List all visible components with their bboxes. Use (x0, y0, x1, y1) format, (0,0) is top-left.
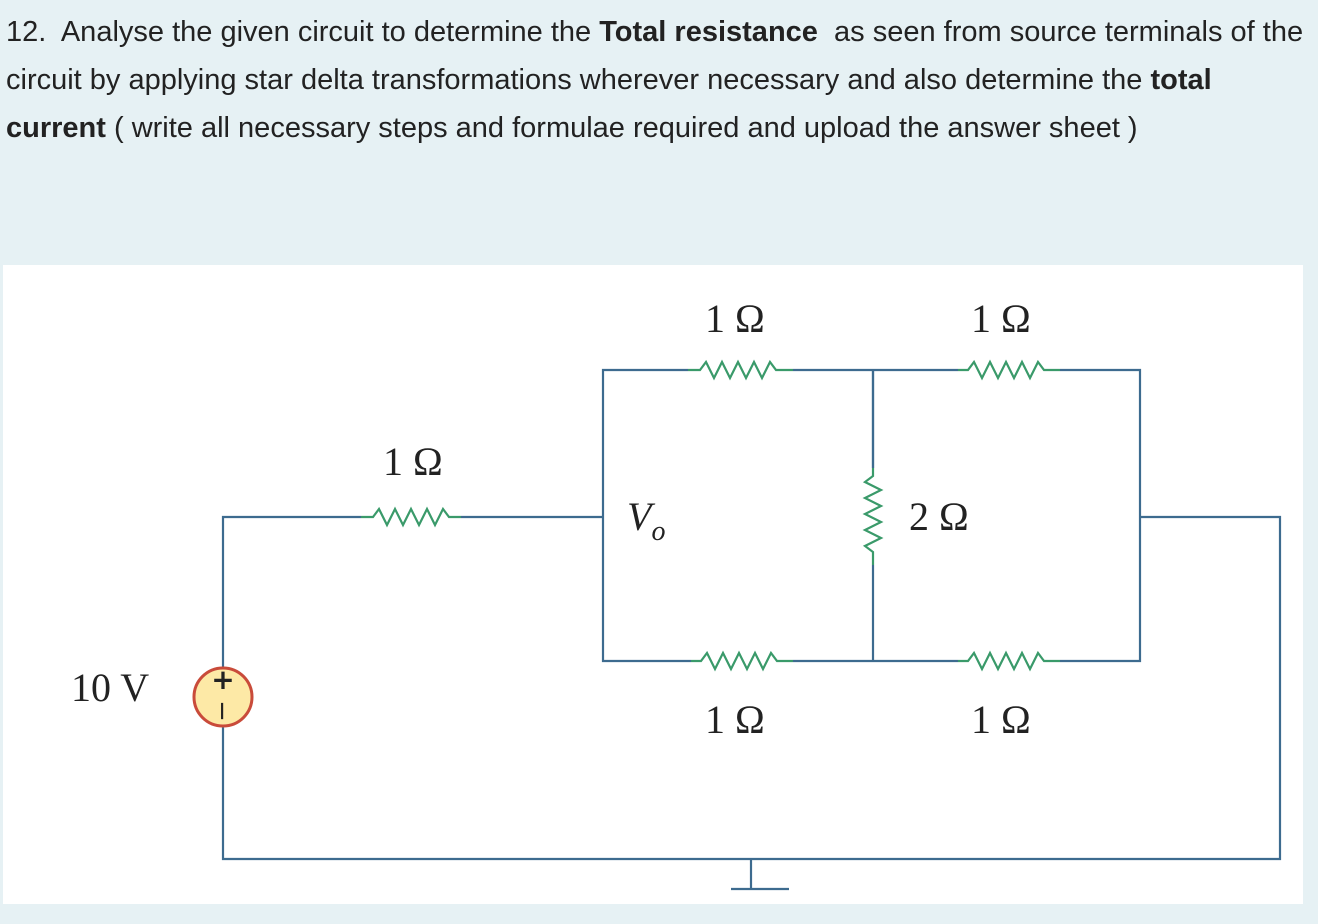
resistor-top-right (958, 359, 1060, 381)
question-part-3: ( write all necessary steps and formulae… (113, 112, 1138, 144)
circuit-diagram: + − 10 V 1 Ω 1 Ω 1 Ω 2 Ω 1 Ω 1 Ω Vo (71, 296, 1282, 891)
resistor-middle (862, 468, 884, 565)
resistor-series (361, 506, 461, 528)
total-current-emphasis: total current (6, 64, 1212, 144)
node-voltage-label: Vo (627, 494, 665, 547)
bottom-left-resistor-label: 1 Ω (705, 697, 765, 742)
top-left-resistor-label: 1 Ω (705, 296, 765, 341)
wire-bottom-rail-left (601, 517, 691, 663)
question-text: 12. Analyse the given circuit to determi… (6, 8, 1306, 152)
bottom-right-resistor-label: 1 Ω (971, 697, 1031, 742)
middle-resistor-label: 2 Ω (909, 494, 969, 539)
resistor-top-left (688, 359, 793, 381)
series-resistor-label: 1 Ω (383, 439, 443, 484)
total-resistance-emphasis: Total resistance (599, 16, 818, 48)
voltage-source (192, 666, 254, 728)
resistor-bottom-left (691, 650, 793, 672)
node-voltage-symbol: V (627, 494, 656, 539)
resistor-bottom-right (958, 650, 1060, 672)
wire-source-to-ground (221, 515, 1282, 861)
top-right-resistor-label: 1 Ω (971, 296, 1031, 341)
question-part-1: Analyse the given circuit to determine t… (60, 16, 592, 48)
source-voltage-label: 10 V (71, 665, 149, 710)
source-plus-sign: + (211, 663, 234, 696)
wire-top-rail-left (601, 368, 688, 517)
question-part-2: as seen from source terminals of the cir… (6, 16, 1304, 96)
wire-top-rail-right (1060, 368, 1142, 663)
node-voltage-subscript: o (651, 516, 665, 547)
circuit-figure: + − 10 V 1 Ω 1 Ω 1 Ω 2 Ω 1 Ω 1 Ω Vo (3, 265, 1303, 904)
question-number: 12. (6, 16, 47, 48)
source-minus-sign: − (207, 700, 237, 722)
wire-source-to-series-resistor (221, 515, 361, 668)
